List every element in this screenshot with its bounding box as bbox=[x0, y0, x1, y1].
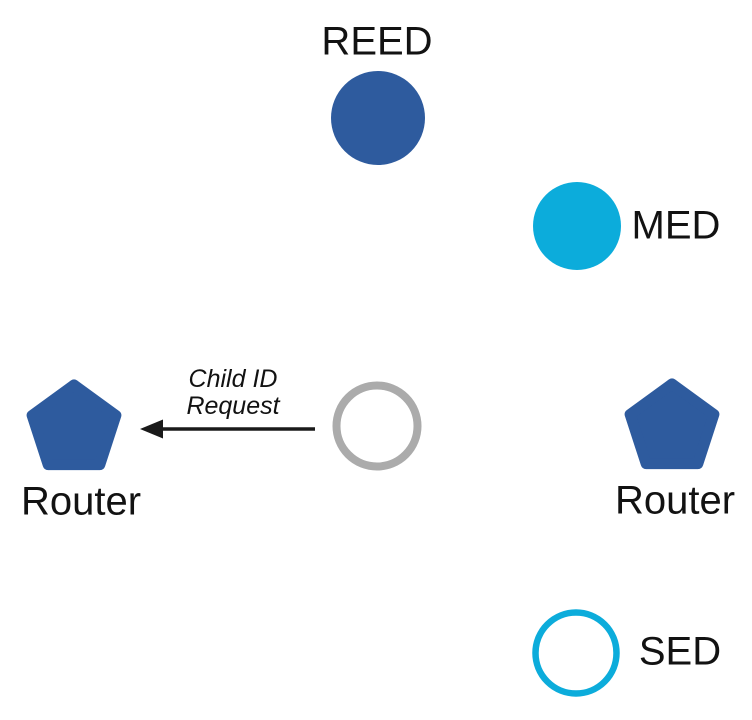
sed-node-circle bbox=[532, 609, 620, 697]
annotation-line-2: Request bbox=[186, 392, 280, 420]
med-label: MED bbox=[631, 203, 721, 248]
reed-label: REED bbox=[321, 19, 433, 64]
router-left-label: Router bbox=[20, 479, 142, 524]
joiner-node-circle bbox=[332, 381, 422, 471]
child-id-request-annotation: Child ID Request bbox=[186, 366, 279, 420]
child-id-request-arrowhead bbox=[140, 419, 163, 439]
router-left-pentagon bbox=[26, 379, 122, 471]
annotation-line-1: Child ID bbox=[188, 365, 278, 393]
router-right-pentagon bbox=[624, 378, 720, 470]
med-node-circle bbox=[533, 182, 621, 270]
reed-node-circle bbox=[331, 71, 425, 165]
sed-label: SED bbox=[638, 629, 722, 674]
router-right-label: Router bbox=[614, 478, 736, 523]
